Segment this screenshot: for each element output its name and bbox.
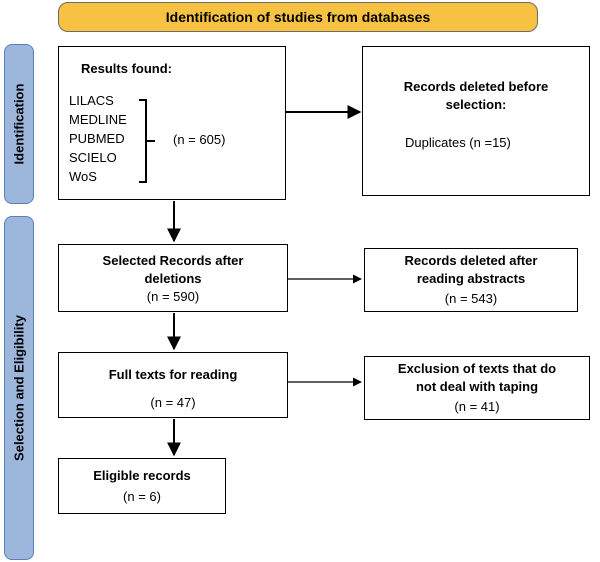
deleted-after-box: Records deleted after reading abstracts …: [364, 248, 578, 312]
database-lilacs: LILACS: [69, 93, 114, 108]
database-pubmed: PUBMED: [69, 131, 125, 146]
exclusion-title-2: not deal with taping: [415, 379, 539, 394]
results-count: (n = 605): [173, 132, 226, 147]
results-found-box: Results found: LILACS MEDLINE PUBMED SCI…: [58, 46, 286, 200]
database-wos: WoS: [69, 169, 97, 184]
deleted-after-count: (n = 543): [444, 291, 498, 306]
deleted-after-title-2: reading abstracts: [416, 271, 526, 286]
brace-tick: [147, 140, 155, 142]
identification-stage-label: Identification: [4, 44, 34, 204]
deleted-after-title-1: Records deleted after: [404, 253, 538, 268]
exclusion-box: Exclusion of texts that do not deal with…: [364, 356, 590, 420]
database-medline: MEDLINE: [69, 112, 127, 127]
eligible-title: Eligible records: [93, 468, 191, 483]
deleted-before-title-2: selection:: [445, 97, 507, 112]
duplicates-count: Duplicates (n =15): [405, 135, 511, 150]
fulltext-count: (n = 47): [150, 395, 196, 410]
selection-stage-label: Selection and Eligibility: [4, 216, 34, 560]
eligible-count: (n = 6): [123, 489, 161, 504]
results-title: Results found:: [81, 61, 172, 76]
eligible-box: Eligible records (n = 6): [58, 458, 226, 514]
selected-records-box: Selected Records after deletions (n = 59…: [58, 244, 288, 312]
header-title: Identification of studies from databases: [165, 9, 431, 25]
database-brace: [139, 99, 147, 183]
selected-title-2: deletions: [144, 271, 202, 286]
deleted-before-box: Records deleted before selection: Duplic…: [362, 46, 590, 196]
header-banner: Identification of studies from databases: [58, 2, 538, 32]
exclusion-count: (n = 41): [454, 399, 500, 414]
selected-title-1: Selected Records after: [102, 253, 244, 268]
deleted-before-title-1: Records deleted before: [403, 79, 549, 94]
database-scielo: SCIELO: [69, 150, 117, 165]
selected-count: (n = 590): [146, 289, 200, 304]
fulltext-box: Full texts for reading (n = 47): [58, 352, 288, 418]
fulltext-title: Full texts for reading: [108, 367, 238, 382]
exclusion-title-1: Exclusion of texts that do: [397, 361, 557, 376]
